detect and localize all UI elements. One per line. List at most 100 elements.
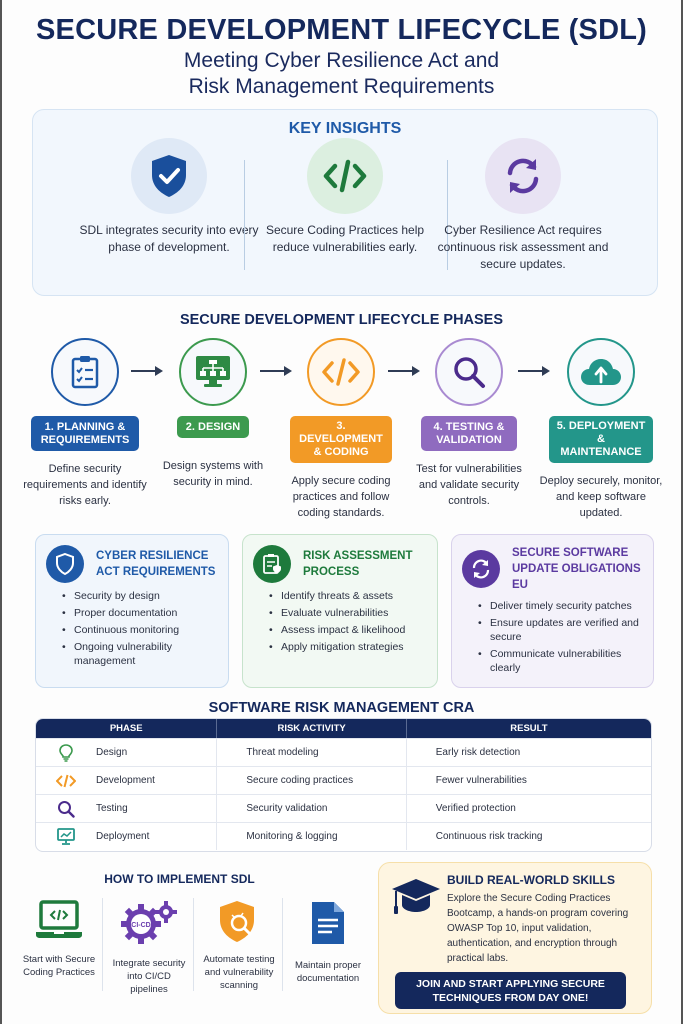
table-row: Design Threat modeling Early risk detect… (36, 738, 651, 766)
card-title: RISK ASSESSMENT PROCESS (303, 550, 413, 578)
cell-phase: Design (96, 747, 128, 758)
promo-title: BUILD REAL-WORLD SKILLS (447, 873, 615, 887)
code-icon (307, 338, 375, 406)
implement-step-cicd: CI-CD Integrate security into CI/CD pipe… (109, 900, 189, 996)
implement-step-automate: Automate testing and vulnerability scann… (199, 900, 279, 992)
divider (447, 160, 448, 270)
cta-line-1: JOIN AND START APPLYING SECURE (416, 977, 605, 990)
shield-icon (46, 545, 84, 583)
card-item: Ongoing vulnerability management (62, 640, 218, 668)
phase-planning: 1. PLANNING & REQUIREMENTS Define securi… (22, 338, 148, 509)
header-risk-activity: RISK ACTIVITY (217, 719, 407, 738)
sync-icon (462, 550, 500, 588)
cloud-upload-icon (567, 338, 635, 406)
divider (244, 160, 245, 270)
phase-label: 3. DEVELOPMENT & CODING (290, 416, 392, 463)
code-icon (36, 774, 96, 788)
risk-table-title: SOFTWARE RISK MANAGEMENT CRA (208, 700, 475, 716)
insight-secure-coding: Secure Coding Practices help reduce vuln… (255, 138, 435, 256)
page-title: SECURE DEVELOPMENT LIFECYCLE (SDL) (36, 14, 647, 46)
phase-development: 3. DEVELOPMENT & CODING Apply secure cod… (278, 338, 404, 521)
table-row: Testing Security validation Verified pro… (36, 794, 651, 822)
card-item: Apply mitigation strategies (269, 640, 427, 654)
shield-bug-scan-icon (199, 900, 279, 949)
clipboard-shield-icon (253, 545, 291, 583)
cell-result: Verified protection (435, 803, 516, 814)
table-row: Development Secure coding practices Fewe… (36, 766, 651, 794)
key-insights-title: KEY INSIGHTS (288, 120, 402, 137)
header-result: RESULT (510, 723, 548, 734)
phase-design: 2. DESIGN Design systems with security i… (150, 338, 276, 490)
card-cra-requirements: CYBER RESILIENCE ACT REQUIREMENTS Securi… (35, 534, 229, 688)
cell-activity: Secure coding practices (217, 767, 407, 794)
phase-desc: Apply secure coding practices and follow… (291, 475, 391, 519)
implement-text: Integrate security into CI/CD pipelines (112, 958, 186, 995)
phases-title: SECURE DEVELOPMENT LIFECYCLE PHASES (179, 312, 504, 328)
key-insights-panel: KEY INSIGHTS SDL integrates security int… (32, 109, 658, 296)
insight-sdl: SDL integrates security into every phase… (79, 138, 259, 256)
shield-check-icon (131, 138, 207, 214)
arrow-right-icon (388, 366, 420, 376)
card-item: Ensure updates are verified and secure (478, 616, 643, 644)
phase-desc: Define security requirements and identif… (23, 463, 147, 507)
phase-label: 2. DESIGN (177, 416, 249, 438)
cell-activity: Threat modeling (217, 739, 407, 766)
magnifier-icon (36, 800, 96, 818)
page-subtitle: Meeting Cyber Resilience Act and Risk Ma… (2, 48, 681, 100)
cta-line-2: TECHNIQUES FROM DAY ONE! (432, 991, 589, 1004)
card-item: Deliver timely security patches (478, 599, 643, 613)
cell-result: Continuous risk tracking (435, 831, 543, 842)
card-item: Continuous monitoring (62, 623, 218, 637)
clipboard-checklist-icon (51, 338, 119, 406)
cell-phase: Development (96, 775, 155, 786)
promo-description: Explore the Secure Coding Practices Boot… (447, 893, 629, 964)
cell-phase: Deployment (96, 831, 150, 842)
join-cta-button[interactable]: JOIN AND START APPLYING SECURE TECHNIQUE… (395, 972, 626, 1009)
monitor-chart-icon (36, 827, 96, 846)
code-icon (307, 138, 383, 214)
arrow-right-icon (260, 366, 292, 376)
phase-deployment: 5. DEPLOYMENT & MAINTENANCE Deploy secur… (538, 338, 664, 521)
subtitle-line-2: Risk Management Requirements (188, 75, 495, 98)
card-item: Assess impact & likelihood (269, 623, 427, 637)
card-update-obligations: SECURE SOFTWARE UPDATE OBLIGATIONS EU De… (451, 534, 654, 688)
svg-text:CI-CD: CI-CD (131, 922, 150, 929)
lightbulb-icon (36, 743, 96, 762)
card-item: Communicate vulnerabilities clearly (478, 647, 643, 675)
magnifier-icon (435, 338, 503, 406)
table-header: PHASE RISK ACTIVITY RESULT (36, 719, 651, 738)
phase-desc: Deploy securely, monitor, and keep softw… (539, 475, 663, 519)
cell-phase: Testing (96, 803, 128, 814)
card-title: SECURE SOFTWARE UPDATE OBLIGATIONS EU (512, 547, 641, 591)
divider (102, 898, 103, 991)
phase-desc: Test for vulnerabilities and validate se… (416, 463, 522, 507)
implement-step-secure-coding: Start with Secure Coding Practices (19, 900, 99, 979)
insight-text: Secure Coding Practices help reduce vuln… (265, 223, 425, 254)
card-item: Proper documentation (62, 606, 218, 620)
card-item: Security by design (62, 589, 218, 603)
graduation-cap-icon (391, 877, 441, 922)
implement-step-documentation: Maintain proper documentation (288, 900, 368, 985)
cell-result: Fewer vulnerabilities (435, 775, 527, 786)
document-icon (288, 900, 368, 951)
subtitle-line-1: Meeting Cyber Resilience Act and (183, 49, 500, 72)
insight-text: Cyber Resilience Act requires continuous… (437, 223, 609, 271)
arrow-right-icon (518, 366, 550, 376)
implement-text: Maintain proper documentation (294, 960, 361, 984)
phase-label: 4. TESTING & VALIDATION (421, 416, 517, 451)
arrow-right-icon (131, 366, 163, 376)
table-row: Deployment Monitoring & logging Continuo… (36, 822, 651, 850)
cell-activity: Monitoring & logging (217, 823, 407, 850)
implement-text: Automate testing and vulnerability scann… (203, 954, 275, 991)
laptop-code-icon (19, 900, 99, 945)
bootcamp-promo: BUILD REAL-WORLD SKILLS Explore the Secu… (378, 862, 652, 1014)
phase-label: 1. PLANNING & REQUIREMENTS (31, 416, 139, 451)
insight-cra: Cyber Resilience Act requires continuous… (433, 138, 613, 273)
divider (282, 898, 283, 991)
divider (193, 898, 194, 991)
phase-label: 5. DEPLOYMENT & MAINTENANCE (549, 416, 653, 463)
header-phase: PHASE (36, 719, 218, 738)
card-item: Evaluate vulnerabilities (269, 606, 427, 620)
sync-icon (485, 138, 561, 214)
implement-text: Start with Secure Coding Practices (22, 954, 96, 978)
